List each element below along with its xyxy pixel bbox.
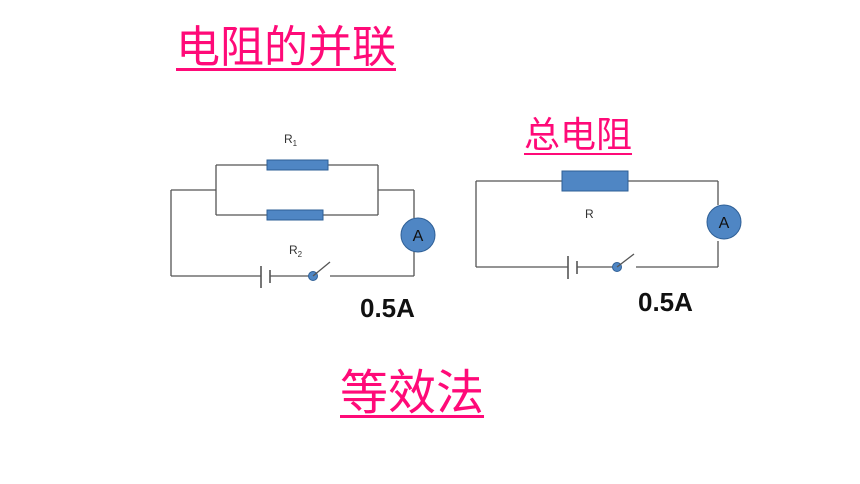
ammeter-right: [706, 204, 742, 240]
equivalent-method-label: 等效法: [340, 365, 485, 421]
resistor-r2: [266, 209, 324, 221]
ammeter-left-label: A: [413, 228, 424, 245]
resistor-r1: [266, 159, 329, 171]
resistor-r: [561, 170, 629, 192]
switch-lever: [616, 253, 635, 268]
r2-label: R2: [289, 243, 303, 259]
ammeter-right-label: A: [719, 215, 730, 232]
switch-lever: [312, 261, 331, 277]
page-title: 电阻的并联: [176, 22, 396, 73]
ammeter-left: [400, 217, 436, 253]
current-reading-left: 0.5A: [360, 293, 415, 323]
r1-label: R1: [284, 132, 298, 148]
equivalent-circuit: R A: [475, 170, 742, 279]
r-label: R: [585, 207, 594, 221]
total-resistance-label: 总电阻: [524, 115, 633, 156]
current-reading-right: 0.5A: [638, 287, 693, 317]
parallel-circuit: R1 R2 A: [170, 132, 436, 288]
